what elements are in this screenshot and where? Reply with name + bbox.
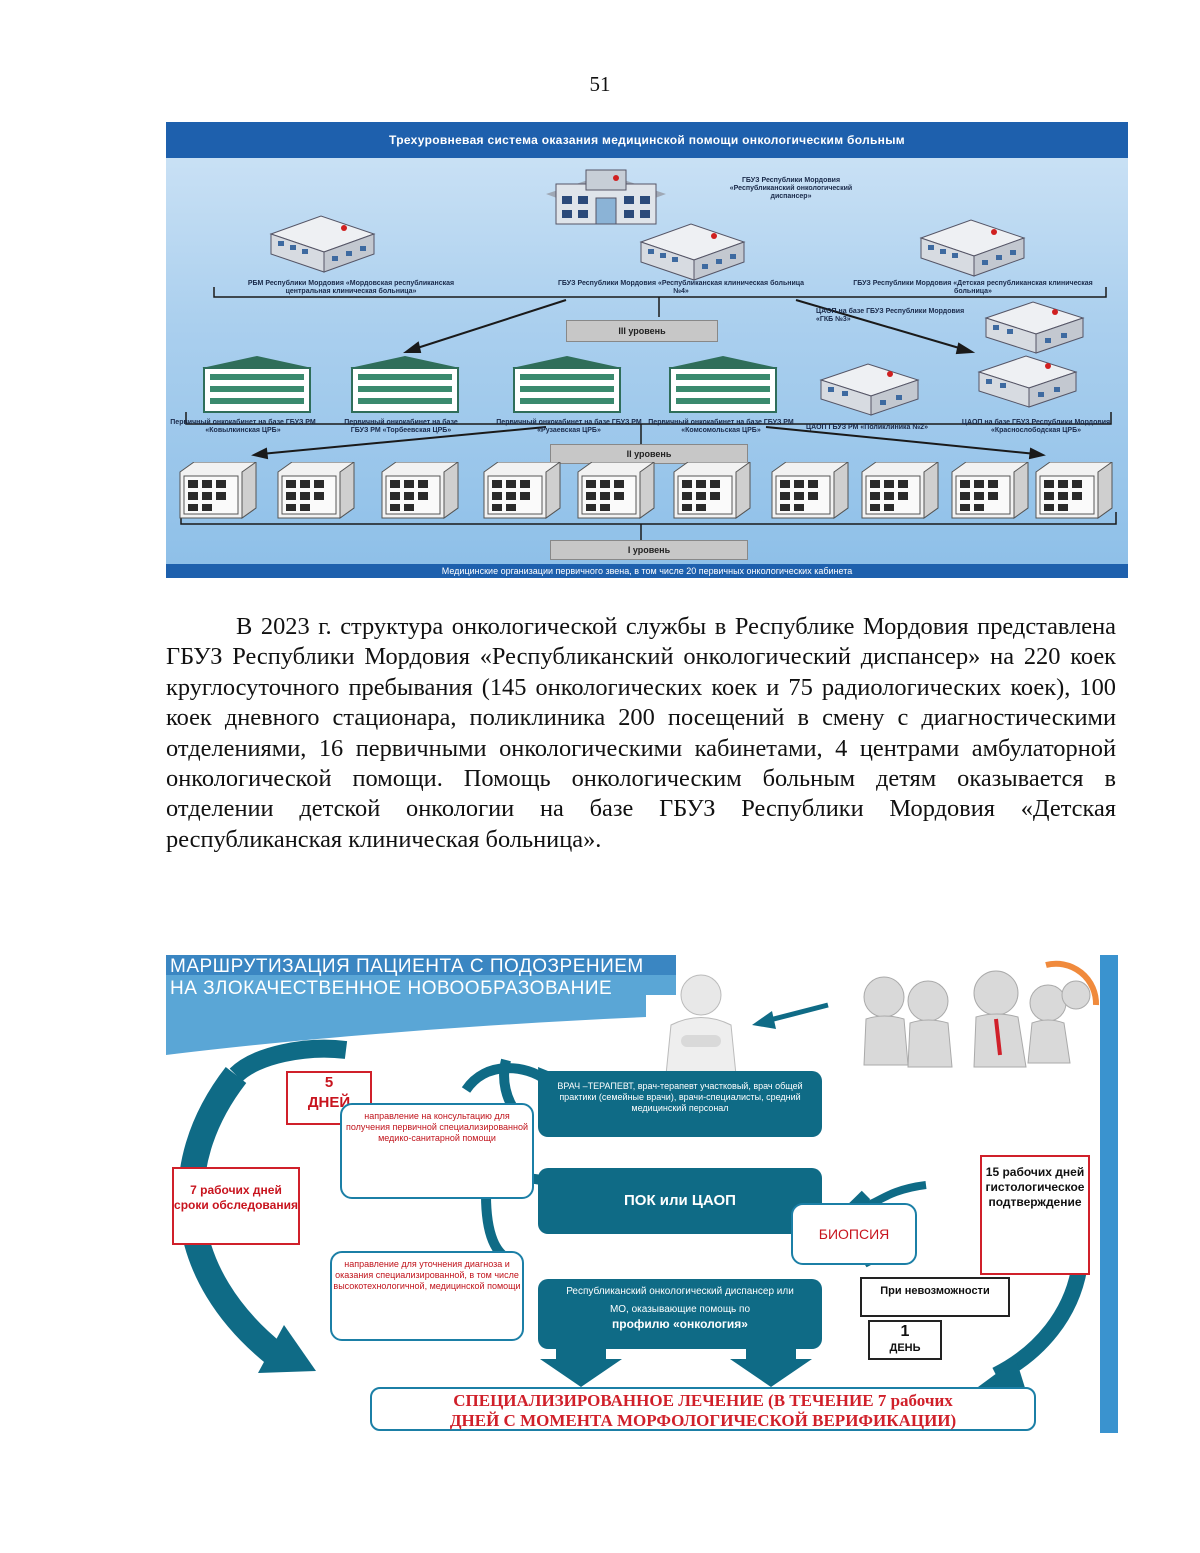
- top-org-label: ГБУЗ Республики Мордовия «Республикански…: [729, 177, 853, 200]
- specialized-line1: СПЕЦИАЛИЗИРОВАННОЕ ЛЕЧЕНИЕ (В ТЕЧЕНИЕ 7 …: [453, 1391, 953, 1410]
- level2-label: II уровень: [550, 444, 748, 464]
- page-number: 51: [589, 72, 611, 96]
- seven-days-box: 7 рабочих дней сроки обследования: [172, 1167, 300, 1245]
- three-level-system-figure: Трехуровневая система оказания медицинск…: [166, 122, 1128, 578]
- hospital-building: [819, 363, 920, 416]
- referral-bubble-1: направление на консультацию для получени…: [340, 1103, 534, 1199]
- hospital-building: [984, 301, 1085, 354]
- level3-org-1: РБМ Республики Мордовия «Мордовская респ…: [247, 280, 455, 295]
- routing-header-line2: НА ЗЛОКАЧЕСТВЕННОЕ НОВООБРАЗОВАНИЕ: [170, 978, 613, 999]
- oncology-box-line2: МО, оказывающие помощь по: [609, 1304, 751, 1315]
- figure1-title: Трехуровневая система оказания медицинск…: [166, 122, 1128, 158]
- level2-org-1: Первичный онкокабинет на базе ГБУЗ РМ «К…: [170, 419, 316, 434]
- specialized-treatment-box: СПЕЦИАЛИЗИРОВАННОЕ ЛЕЧЕНИЕ (В ТЕЧЕНИЕ 7 …: [370, 1387, 1036, 1431]
- oncology-box-line3: профилю «онкология»: [612, 1317, 748, 1331]
- one-day-word: ДЕНЬ: [889, 1342, 921, 1354]
- primary-care-buildings: [179, 462, 1113, 519]
- five-days-word: ДНЕЙ: [307, 1094, 351, 1111]
- caop-right-label: ЦАОП на базе ГБУЗ Республики Мордовия «Г…: [816, 308, 965, 323]
- clinic-building: [202, 356, 312, 413]
- clinic-building: [668, 356, 778, 413]
- oncology-box-line1: Республиканский онкологический диспансер…: [566, 1286, 794, 1297]
- biopsy-box: БИОПСИЯ: [791, 1203, 917, 1265]
- level2-org-2: Первичный онкокабинет на базе ГБУЗ РМ «Т…: [344, 419, 458, 434]
- specialized-line2: ДНЕЙ С МОМЕНТА МОРФОЛОГИЧЕСКОЙ ВЕРИФИКАЦ…: [449, 1411, 957, 1430]
- level1-label: I уровень: [550, 540, 748, 560]
- level3-label: III уровень: [566, 320, 718, 342]
- people-group-icon: [863, 970, 1091, 1068]
- body-paragraph: В 2023 г. структура онкологической служб…: [166, 613, 1116, 853]
- oncology-dispensary-box: Республиканский онкологический диспансер…: [538, 1279, 822, 1349]
- figure1-footer: Медицинские организации первичного звена…: [166, 564, 1128, 578]
- one-day-box: 1 ДЕНЬ: [868, 1320, 942, 1360]
- level2-org-5: ЦАОП ГБУЗ РМ «Поликлиника №2»: [806, 424, 928, 431]
- hospital-building: [919, 219, 1026, 277]
- level3-org-2: ГБУЗ Республики Мордовия «Республиканска…: [557, 280, 805, 295]
- impossibility-box: При невозможности: [860, 1277, 1010, 1317]
- fifteen-days-box: 15 рабочих дней гистологическое подтверж…: [980, 1155, 1090, 1275]
- hospital-building: [977, 355, 1078, 408]
- five-days-number: 5: [324, 1074, 334, 1091]
- doctor-box: ВРАЧ –ТЕРАПЕВТ, врач-терапевт участковый…: [538, 1071, 822, 1137]
- hospital-building: [639, 223, 746, 281]
- hospital-building: [269, 215, 376, 273]
- clinic-building: [512, 356, 622, 413]
- five-days-box: 5 ДНЕЙ: [286, 1071, 372, 1125]
- level2-org-6: ЦАОП на базе ГБУЗ Республики Мордовия «К…: [961, 419, 1111, 434]
- pok-caop-box: ПОК или ЦАОП: [538, 1168, 822, 1234]
- referral-bubble-2: направление для уточнения диагноза и ока…: [330, 1251, 524, 1341]
- level3-org-3: ГБУЗ Республики Мордовия «Детская респуб…: [853, 280, 1093, 295]
- patient-routing-figure: МАРШРУТИЗАЦИЯ ПАЦИЕНТА С ПОДОЗРЕНИЕМ НА …: [166, 955, 1118, 1437]
- one-day-number: 1: [900, 1323, 910, 1340]
- clinic-building: [350, 356, 460, 413]
- dispensary-building: [546, 169, 666, 225]
- routing-header-line1: МАРШРУТИЗАЦИЯ ПАЦИЕНТА С ПОДОЗРЕНИЕМ: [170, 956, 644, 977]
- level2-org-4: Первичный онкокабинет на базе ГБУЗ РМ «К…: [648, 419, 794, 434]
- level2-org-3: Первичный онкокабинет на базе ГБУЗ РМ «Р…: [496, 419, 642, 434]
